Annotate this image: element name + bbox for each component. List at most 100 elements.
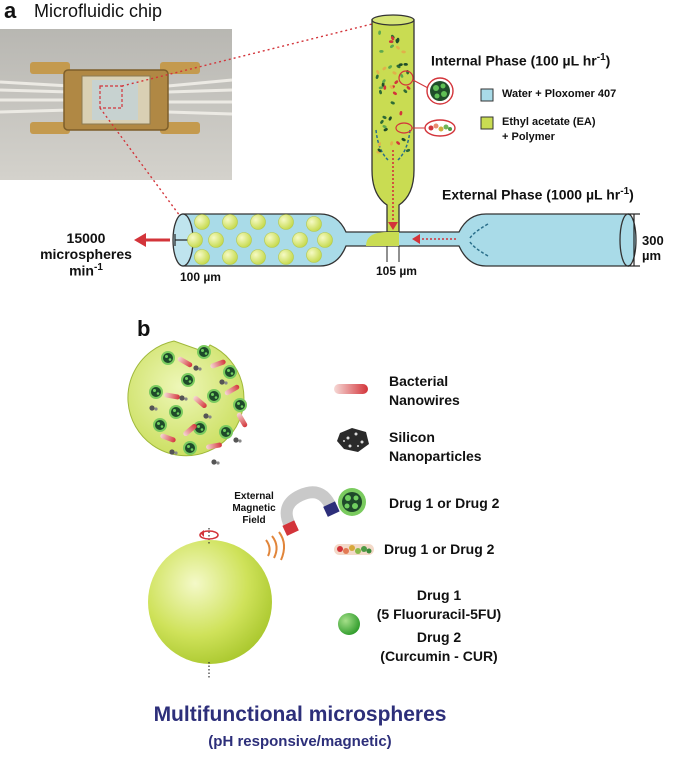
droplet <box>222 214 238 230</box>
dim-105-marker <box>386 246 400 262</box>
panel-a-label: a <box>4 0 17 23</box>
reservoir-particle <box>390 141 394 146</box>
droplet <box>264 232 280 248</box>
reservoir-particle <box>403 62 408 66</box>
reservoir-particle <box>382 79 386 84</box>
drug-cluster <box>223 365 237 379</box>
dim-300-label: 300 µm <box>642 233 664 263</box>
reservoir-particle <box>395 45 400 50</box>
internal-phase-label: Internal Phase (100 µL hr-1) <box>431 52 611 69</box>
reservoir-particle <box>390 101 395 105</box>
nanowire-icon <box>334 384 368 394</box>
droplet <box>278 214 294 230</box>
nanowire <box>224 384 240 396</box>
reservoir-particle <box>382 115 387 120</box>
callout-wire-cluster <box>395 119 456 137</box>
droplet <box>292 232 308 248</box>
legend-drug-wire-label: Drug 1 or Drug 2 <box>384 541 495 557</box>
legend-ea-label-1: Ethyl acetate (EA) <box>502 116 596 128</box>
reservoir-particle <box>388 65 393 69</box>
dim-105-label: 105 µm <box>376 264 417 278</box>
reservoir-particle <box>392 91 397 95</box>
droplet <box>208 232 224 248</box>
dim-100-label: 100 µm <box>180 270 221 284</box>
drug-cluster <box>169 405 183 419</box>
reservoir-particle <box>391 36 395 41</box>
silicon-nanoparticle-icon <box>337 428 369 452</box>
reservoir-particle <box>398 63 403 67</box>
reservoir-particle <box>396 141 400 145</box>
drug-cluster <box>219 425 233 439</box>
droplet <box>317 232 333 248</box>
nanowire <box>183 423 197 437</box>
legend-water-label: Water + Ploxomer 407 <box>502 88 617 100</box>
reservoir-particle <box>379 89 382 95</box>
reservoir-particle <box>381 82 385 87</box>
droplet <box>250 249 266 265</box>
silicon-nanoparticle <box>149 405 155 411</box>
reservoir-particle <box>394 80 399 85</box>
silicon-nanoparticle <box>233 437 239 443</box>
chip-title: Microfluidic chip <box>34 1 163 21</box>
droplet <box>194 249 210 265</box>
reservoir-particle <box>383 128 388 132</box>
external-phase-label: External Phase (1000 µL hr-1) <box>442 186 634 203</box>
droplet <box>187 232 203 248</box>
silicon-nanoparticle <box>179 395 185 401</box>
silicon-nanoparticle <box>211 459 217 465</box>
reservoir-particle <box>375 74 379 79</box>
reservoir-particle <box>406 86 411 90</box>
flow-arrowhead-left <box>412 234 420 244</box>
drug-cluster <box>197 345 211 359</box>
reservoir-particle <box>389 85 394 89</box>
channel-droplets <box>187 214 333 265</box>
drug-cluster <box>233 398 247 412</box>
reservoir-particle <box>378 30 382 35</box>
drug1-label: Drug 1(5 Fluoruracil-5FU) <box>376 587 502 622</box>
figure-title: Multifunctional microspheres <box>153 703 447 726</box>
legend-ea-label-2: + Polymer <box>502 131 555 143</box>
reservoir-particle <box>378 142 381 147</box>
reservoir-particle <box>376 70 380 75</box>
drug-cluster <box>161 351 175 365</box>
drug-wire-icon <box>334 544 374 555</box>
legend-drug-cluster-label: Drug 1 or Drug 2 <box>389 495 500 511</box>
reservoir-particle <box>392 71 397 75</box>
reservoir-particle <box>383 85 387 90</box>
flow-arrowhead-down <box>388 222 398 230</box>
drug-cluster <box>153 418 167 432</box>
silicon-nanoparticle <box>193 365 199 371</box>
drug-sphere-icon <box>338 613 360 635</box>
droplet <box>194 214 210 230</box>
nanowire <box>160 433 176 443</box>
nanowire <box>164 392 180 400</box>
reservoir-particle <box>401 138 406 142</box>
drug-cluster <box>149 385 163 399</box>
panel-b-label: b <box>137 316 151 341</box>
reservoir-particles <box>375 30 411 154</box>
chip-photo <box>0 29 233 180</box>
reservoir-particle <box>378 86 384 90</box>
microfluidic-channel <box>172 14 637 267</box>
legend-water-swatch <box>480 88 494 102</box>
reservoir-particle <box>388 116 392 121</box>
droplet <box>306 247 322 263</box>
droplet <box>306 216 322 232</box>
rotation-arrow-icon <box>199 530 219 540</box>
dim-300-marker <box>628 213 640 267</box>
callout-drug-cluster <box>398 70 454 105</box>
droplet <box>250 214 266 230</box>
output-arrow <box>134 233 170 247</box>
drug-cluster <box>181 373 195 387</box>
reservoir-particle <box>390 44 394 49</box>
reservoir-particle <box>400 73 404 78</box>
nanowire <box>210 359 226 369</box>
reservoir-particle <box>395 39 399 44</box>
nanowire <box>193 395 207 409</box>
nanowire <box>206 442 222 450</box>
reservoir-particle <box>382 125 387 129</box>
external-flow-arrows <box>469 223 489 257</box>
